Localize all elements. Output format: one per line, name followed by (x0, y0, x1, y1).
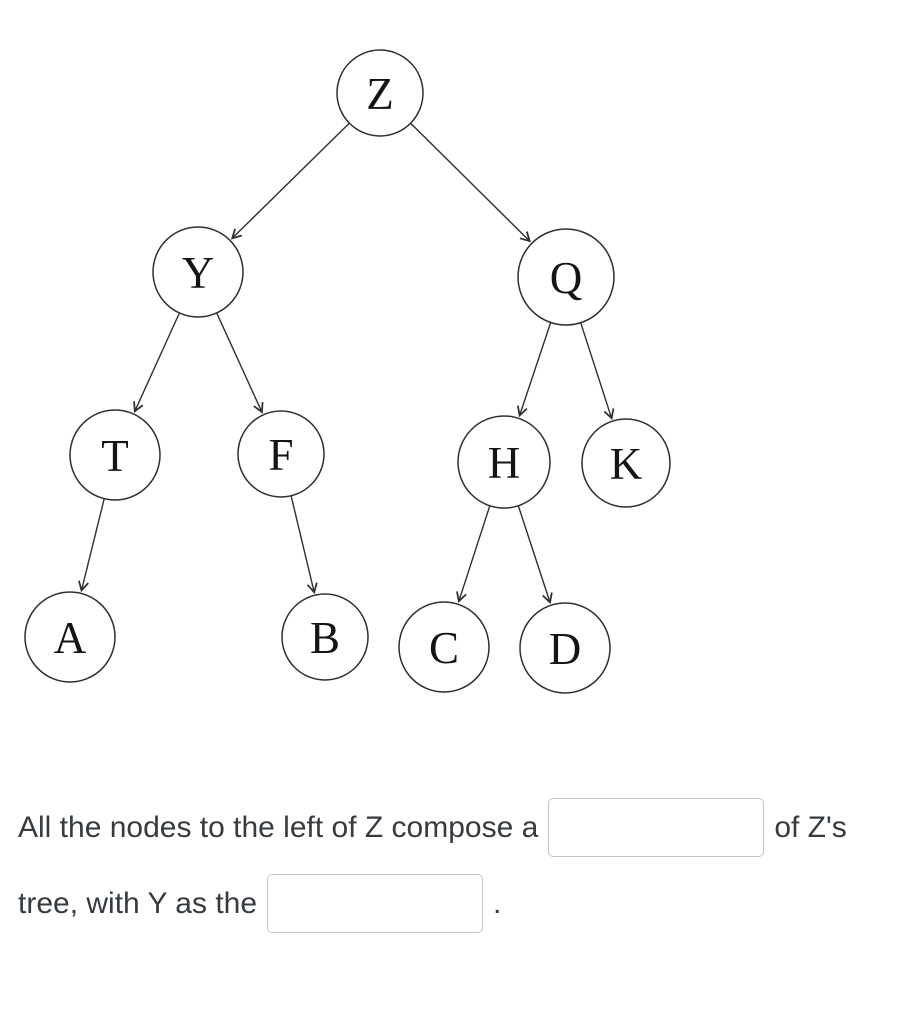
edge-H-C (456, 505, 491, 604)
tree-node-Y: Y (152, 226, 244, 318)
edge-Y-F (216, 312, 264, 414)
tree-node-C: C (398, 601, 490, 693)
tree-node-H: H (457, 415, 551, 509)
edge-T-A (78, 498, 105, 593)
edge-F-B (290, 495, 318, 595)
node-circle (398, 601, 490, 693)
node-label: A (54, 613, 87, 663)
tree-node-Z: Z (336, 49, 424, 137)
tree-node-K: K (581, 418, 671, 508)
tree-node-T: T (69, 409, 161, 501)
node-label: Z (366, 69, 394, 119)
node-circle (69, 409, 161, 501)
answer-input-1[interactable] (548, 798, 765, 857)
node-circle (281, 593, 369, 681)
question-text-line1-before: All the nodes to the left of Z compose a (18, 810, 539, 844)
node-label: F (268, 430, 293, 480)
tree-node-Q: Q (517, 228, 615, 326)
tree-node-D: D (519, 602, 611, 694)
question-line-1: All the nodes to the left of Z compose a… (18, 798, 847, 857)
edge-Q-H (516, 322, 552, 418)
tree-diagram: Z Y Q T F H K A B C D (24, 49, 671, 694)
tree-edges (78, 122, 615, 605)
answer-input-2[interactable] (267, 874, 484, 933)
tree-node-A: A (24, 591, 116, 683)
node-label: Y (182, 248, 215, 298)
question-text-line1-after: of Z's (774, 810, 847, 844)
edge-Z-Y (230, 122, 350, 240)
question-text-line2-after: . (493, 886, 502, 920)
tree-node-B: B (281, 593, 369, 681)
question-text-line2-before: tree, with Y as the (18, 886, 258, 920)
node-circle (152, 226, 244, 318)
edge-H-D (517, 505, 553, 605)
node-circle (457, 415, 551, 509)
node-circle (519, 602, 611, 694)
tree-node-F: F (237, 410, 325, 498)
tree-nodes: Z Y Q T F H K A B C D (24, 49, 671, 694)
node-label: K (610, 439, 643, 489)
node-label: Q (550, 253, 583, 303)
edge-Q-K (580, 322, 615, 421)
node-circle (237, 410, 325, 498)
node-label: T (101, 431, 129, 481)
node-label: C (429, 623, 459, 673)
question-line-2: tree, with Y as the . (18, 874, 501, 933)
edge-Y-T (133, 312, 181, 413)
node-circle (24, 591, 116, 683)
node-circle (517, 228, 615, 326)
edge-Z-Q (410, 122, 532, 243)
node-label: B (310, 613, 340, 663)
node-circle (336, 49, 424, 137)
node-label: D (549, 624, 582, 674)
node-label: H (488, 438, 521, 488)
node-circle (581, 418, 671, 508)
